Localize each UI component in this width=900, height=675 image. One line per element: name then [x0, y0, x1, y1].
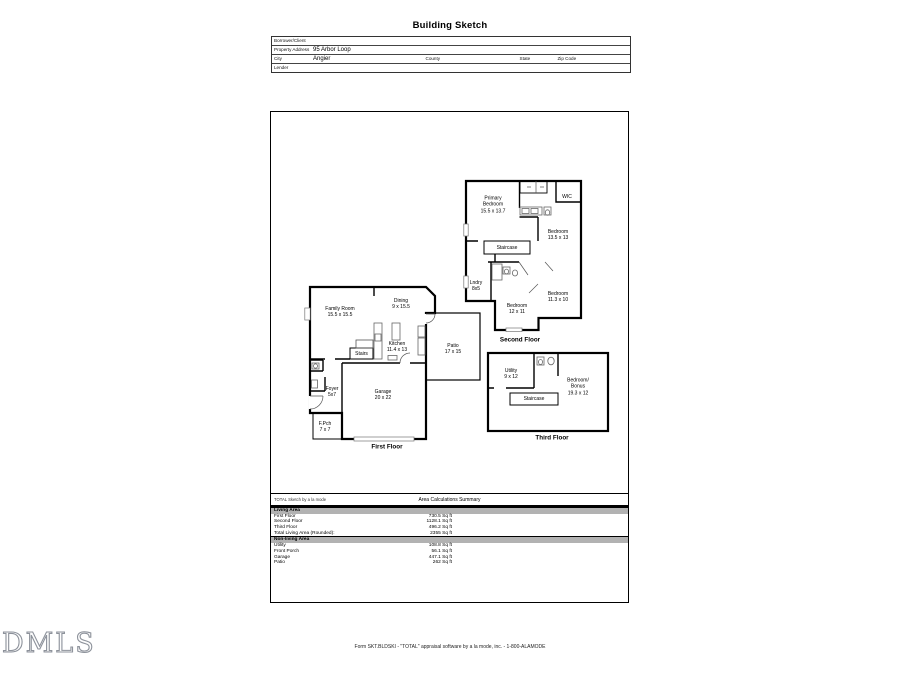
- area-row-label: Utility: [274, 543, 286, 549]
- room-label-wic: WIC: [562, 193, 572, 200]
- area-calculations-summary: TOTAL Sketch by a la mode Area Calculati…: [271, 493, 628, 566]
- room-label-garage: Garage 20 x 22: [374, 388, 392, 401]
- area-row-front-porch: Front Porch 56.1 Sq ft: [271, 549, 628, 555]
- living-area-band: Living Area: [271, 507, 628, 514]
- room-label-foyer: Foyer 5x7: [325, 385, 339, 398]
- room-label-kitchen: Kitchen 11.4 x 13: [386, 340, 408, 353]
- divider-bar: [271, 505, 628, 508]
- county-label: County: [425, 55, 441, 61]
- room-label-laundry: Lndry 8x5: [469, 279, 483, 292]
- floorplan-drawing: [304, 179, 610, 442]
- room-label-patio: Patio 17 x 15: [444, 342, 462, 355]
- area-row-value: 496.2 Sq ft: [428, 524, 452, 530]
- page-title: Building Sketch: [412, 20, 488, 31]
- area-row-first-floor: First Floor 730.5 Sq ft: [271, 514, 628, 520]
- area-row-label: First Floor: [274, 513, 296, 519]
- room-label-family-room: Family Room 15.5 x 15.5: [325, 305, 355, 318]
- area-row-value: 262 Sq ft: [432, 560, 452, 566]
- area-row-label: Front Porch: [274, 548, 300, 554]
- form-row-city: City Angier County State Zip Code: [272, 55, 630, 64]
- form-row-address: Property Address 95 Arbor Loop: [272, 46, 630, 55]
- state-label: State: [519, 55, 531, 61]
- area-row-value: 1128.1 Sq ft: [426, 519, 452, 525]
- room-label-bedroom-12x11: Bedroom 12 x 11: [506, 302, 528, 315]
- lender-label: Lender: [274, 64, 289, 70]
- area-row-garage: Garage 447.1 Sq ft: [271, 555, 628, 561]
- borrower-label: Borrower/Client: [274, 37, 306, 43]
- non-living-area-band: Non-living Area: [271, 536, 628, 544]
- floor-title-first: First Floor: [371, 443, 403, 451]
- form-row-borrower: Borrower/Client: [272, 37, 630, 46]
- room-label-bedroom-11x10: Bedroom 11.3 x 10: [547, 290, 569, 303]
- form-row-lender: Lender: [272, 64, 630, 72]
- address-value: 95 Arbor Loop: [313, 47, 351, 54]
- sketch-area: Primary Bedroom 15.5 x 13.7 WIC Bedroom …: [270, 111, 629, 603]
- area-row-total-living: Total Living Area (Rounded): 2355 Sq ft: [271, 531, 628, 537]
- area-calc-title: Area Calculations Summary: [418, 497, 481, 504]
- room-label-utility: Utility 9 x 12: [504, 367, 518, 380]
- area-row-label: Second Floor: [274, 519, 303, 525]
- city-label: City: [274, 55, 282, 61]
- area-row-utility: Utility 108.8 Sq ft: [271, 543, 628, 549]
- area-row-second-floor: Second Floor 1128.1 Sq ft: [271, 519, 628, 525]
- floor-title-second: Second Floor: [499, 336, 541, 344]
- room-label-primary-bedroom: Primary Bedroom 15.5 x 13.7: [480, 195, 506, 215]
- form-footer-text: Form SKT.BLDSKI - "TOTAL" appraisal soft…: [354, 644, 546, 650]
- city-value: Angier: [313, 56, 331, 63]
- area-row-third-floor: Third Floor 496.2 Sq ft: [271, 525, 628, 531]
- area-row-label: Patio: [274, 560, 285, 566]
- dmls-watermark: DMLS: [1, 627, 96, 659]
- area-calc-header: TOTAL Sketch by a la mode Area Calculati…: [271, 494, 628, 505]
- room-label-stairs: Stairs: [355, 350, 368, 357]
- area-row-value: 56.1 Sq ft: [431, 548, 452, 554]
- area-row-label: Garage: [274, 554, 290, 560]
- area-row-value: 108.8 Sq ft: [428, 543, 452, 549]
- room-label-staircase-2: Staircase: [496, 244, 518, 251]
- room-label-bedroom-13x13: Bedroom 13.5 x 13: [547, 228, 569, 241]
- room-label-bonus: Bedroom/ Bonus 19.3 x 12: [567, 377, 589, 397]
- room-label-front-porch: F.Pch 7 x 7: [318, 420, 332, 433]
- area-row-label: Total Living Area (Rounded):: [274, 530, 335, 536]
- zipcode-label: Zip Code: [557, 55, 577, 61]
- total-sketch-watermark: TOTAL Sketch by a la mode: [274, 497, 327, 502]
- area-row-label: Third Floor: [274, 524, 298, 530]
- area-row-patio: Patio 262 Sq ft: [271, 560, 628, 566]
- area-row-value: 2355 Sq ft: [430, 530, 452, 536]
- property-form: Borrower/Client Property Address 95 Arbo…: [271, 36, 631, 73]
- room-label-staircase-3: Staircase: [523, 395, 545, 402]
- room-label-dining: Dining 9 x 15.5: [392, 297, 410, 310]
- address-label: Property Address: [274, 46, 310, 52]
- floor-title-third: Third Floor: [535, 434, 569, 442]
- area-row-value: 447.1 Sq ft: [428, 554, 452, 560]
- area-row-value: 730.5 Sq ft: [428, 513, 452, 519]
